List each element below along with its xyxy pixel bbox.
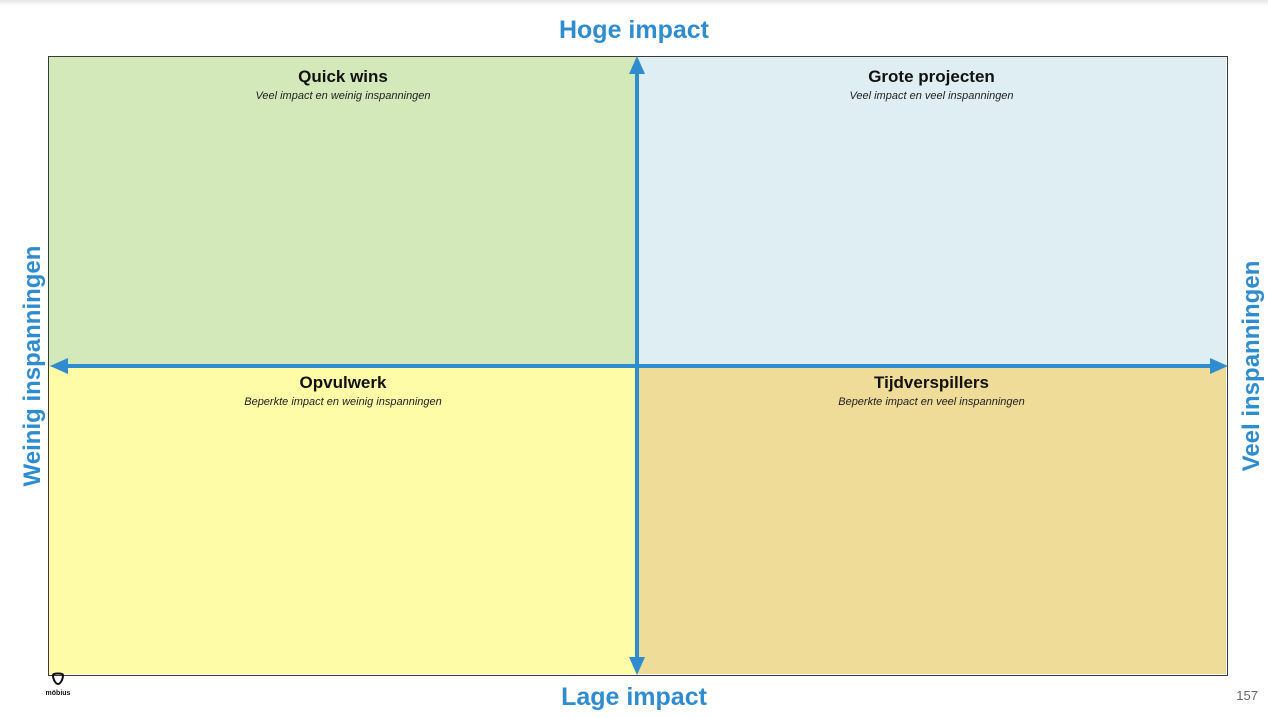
- axis-label-left: Weinig inspanningen: [19, 245, 46, 487]
- axis-label-right: Veel inspanningen: [1238, 260, 1265, 472]
- top-shadow: [0, 0, 1268, 6]
- quadrant-title: Tijdverspillers: [874, 373, 989, 392]
- impact-effort-matrix: Quick wins Veel impact en weinig inspann…: [48, 56, 1228, 676]
- axis-label-top: Hoge impact: [558, 16, 710, 44]
- quadrant-title: Grote projecten: [868, 67, 995, 86]
- quadrant-opvulwerk: Opvulwerk Beperkte impact en weinig insp…: [49, 367, 637, 674]
- quadrant-subtitle: Beperkte impact en weinig inspanningen: [244, 396, 442, 408]
- axis-label-bottom: Lage impact: [561, 683, 707, 711]
- logo-text: möbius: [45, 690, 71, 697]
- page-number: 157: [1236, 688, 1258, 703]
- quadrant-tijdverspillers: Tijdverspillers Beperkte impact en veel …: [637, 367, 1226, 674]
- quadrant-quick-wins: Quick wins Veel impact en weinig inspann…: [49, 57, 637, 367]
- quadrant-grote-projecten: Grote projecten Veel impact en veel insp…: [637, 57, 1226, 367]
- quadrant-subtitle: Beperkte impact en veel inspanningen: [838, 396, 1025, 408]
- quadrant-title: Quick wins: [298, 67, 388, 86]
- mobius-logo: möbius: [38, 672, 78, 712]
- logo-icon: [51, 672, 65, 686]
- quadrant-subtitle: Veel impact en weinig inspanningen: [255, 90, 431, 102]
- quadrant-title: Opvulwerk: [299, 373, 387, 392]
- quadrant-subtitle: Veel impact en veel inspanningen: [849, 90, 1014, 102]
